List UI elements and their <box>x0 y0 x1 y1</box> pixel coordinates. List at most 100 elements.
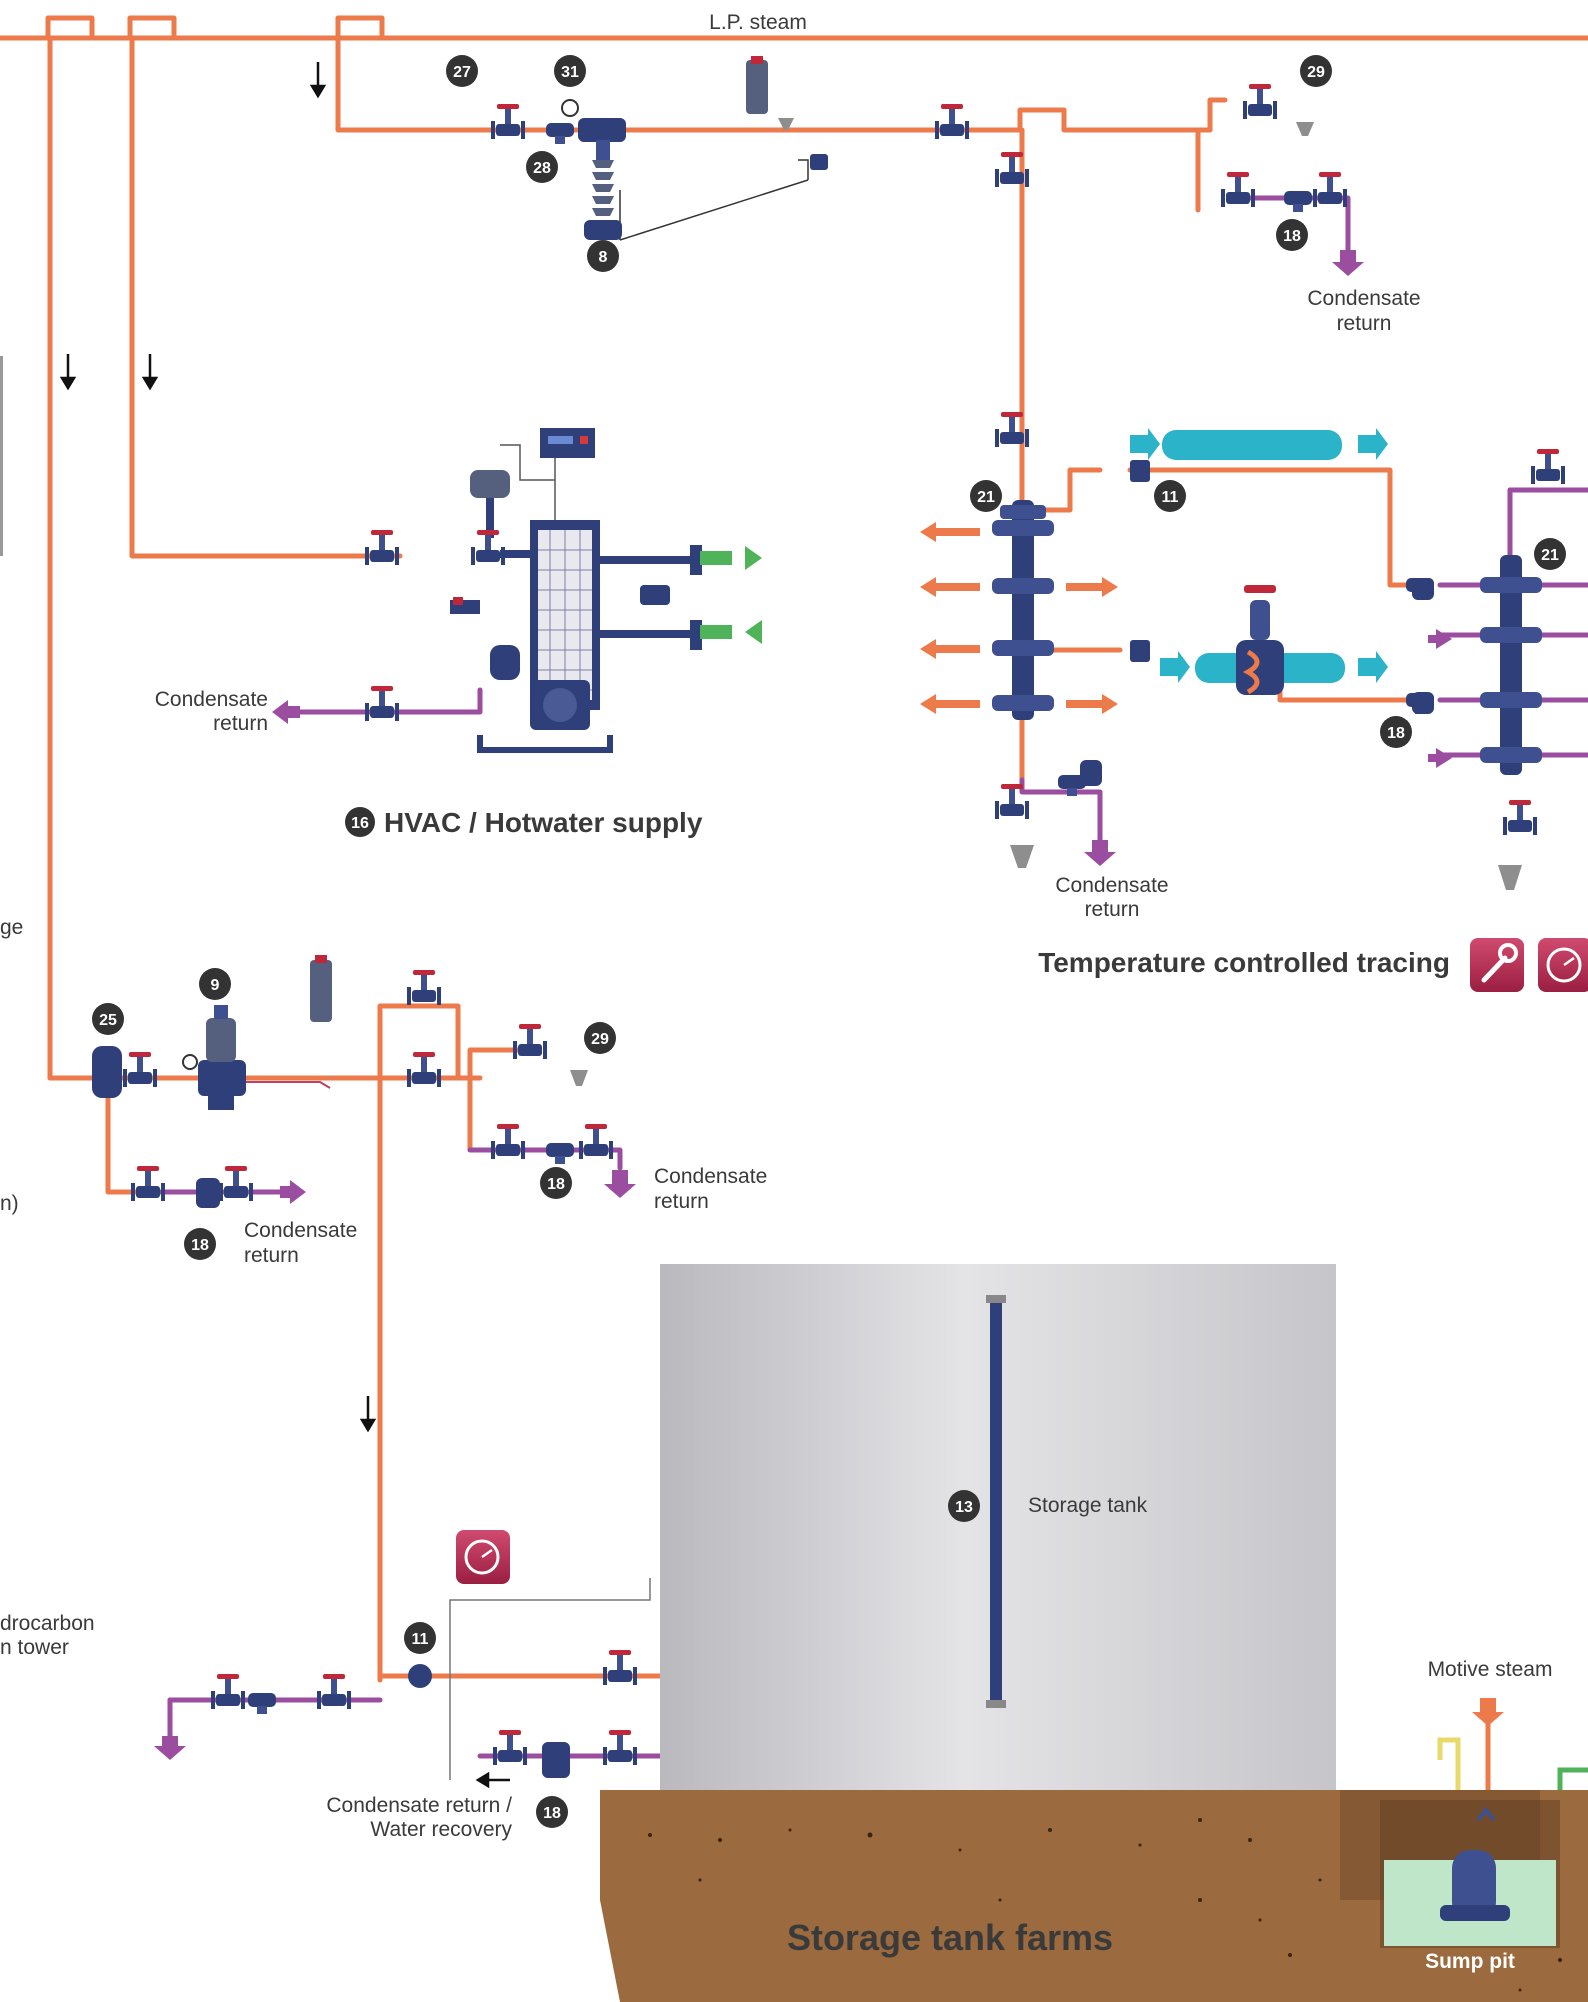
cond-return-mid-label-1: Condensate <box>654 1165 767 1188</box>
cond-recovery-label-1: Condensate return / <box>326 1794 512 1817</box>
svg-text:18: 18 <box>543 1805 561 1822</box>
loop-2 <box>127 15 177 41</box>
sump-pit <box>1380 1800 1560 1948</box>
hvac-supply-pipe <box>129 35 403 559</box>
traps <box>196 154 1434 1778</box>
badge-21a: 21 <box>970 480 1002 512</box>
controller-wire <box>500 444 555 481</box>
cond-return-left-label-1: Condensate <box>244 1219 357 1242</box>
svg-text:13: 13 <box>955 1499 973 1516</box>
cond-return-hvac-pipe <box>297 687 483 715</box>
badge-11a: 11 <box>1154 480 1186 512</box>
badge-18b: 18 <box>1380 716 1412 748</box>
prv-station-pipe <box>335 35 1213 133</box>
tracing-steam-arrows <box>920 522 1118 714</box>
badge-18d: 18 <box>184 1228 216 1260</box>
badge-8: 8 <box>587 240 619 272</box>
cond-return-left-label-2: return <box>244 1244 299 1267</box>
motive-steam-label: Motive steam <box>1428 1658 1553 1681</box>
svg-text:21: 21 <box>977 489 995 506</box>
safety-valves <box>310 56 768 1022</box>
svg-text:8: 8 <box>599 249 608 266</box>
svg-text:27: 27 <box>453 64 471 81</box>
svg-text:25: 25 <box>99 1012 117 1029</box>
control-signal-line <box>449 1578 651 1780</box>
motive-steam-arrow <box>1472 1698 1504 1726</box>
traced-product-lines <box>1130 428 1388 695</box>
edge-hydrocarbon-label-2: n tower <box>0 1636 69 1659</box>
timer-icon-storage <box>456 1530 510 1584</box>
cond-return-top-right-label-1: Condensate <box>1307 287 1420 310</box>
cond-return-top-right-pipe <box>1227 195 1351 253</box>
svg-text:18: 18 <box>1387 725 1405 742</box>
edge-ge-label: ge <box>0 916 23 939</box>
timer-icon <box>1538 938 1588 992</box>
svg-text:21: 21 <box>1541 547 1559 564</box>
svg-text:28: 28 <box>533 160 551 177</box>
left-frame-edge <box>0 356 3 556</box>
branch-29b-pipe <box>467 1047 523 1081</box>
tracing-manifold-left <box>992 500 1054 720</box>
lp-steam-label: L.P. steam <box>709 11 807 34</box>
cond-return-top-right-label-2: return <box>1337 312 1392 335</box>
edge-n-label: n) <box>0 1192 19 1215</box>
svg-text:9: 9 <box>211 977 220 994</box>
hvac-unit <box>450 428 702 753</box>
badge-27: 27 <box>446 55 478 87</box>
separator-25 <box>92 1046 122 1098</box>
funnels <box>570 118 1522 1086</box>
sump-pit-label: Sump pit <box>1425 1950 1515 1973</box>
loop-3 <box>335 15 385 41</box>
tracing-control-valve <box>1236 640 1284 695</box>
storage-title: Storage tank farms <box>787 1917 1113 1958</box>
pressure-reducing-valve-8 <box>561 99 626 240</box>
svg-text:18: 18 <box>1283 228 1301 245</box>
badge-28: 28 <box>526 151 558 183</box>
loop-1 <box>45 15 95 41</box>
badge-25: 25 <box>92 1003 124 1035</box>
svg-text:31: 31 <box>561 64 579 81</box>
tracing-line-1-pipe <box>1127 467 1423 588</box>
badge-11b: 11 <box>404 1622 436 1654</box>
badge-29b: 29 <box>584 1022 616 1054</box>
badge-18e: 18 <box>536 1796 568 1828</box>
svg-text:18: 18 <box>547 1176 565 1193</box>
tracing-manifold-right <box>1480 555 1542 775</box>
cond-recovery-label-2: Water recovery <box>370 1818 512 1841</box>
pilot-line <box>619 159 809 241</box>
hot-water-arrows <box>700 546 762 644</box>
level-gauge <box>990 1297 1002 1705</box>
badge-18c: 18 <box>540 1167 572 1199</box>
storage-tank <box>660 1264 1336 1794</box>
branch-29-pipe <box>1207 97 1228 133</box>
tracing-title: Temperature controlled tracing <box>1038 947 1450 978</box>
loop-4 <box>377 1003 461 1081</box>
badges: 27 31 28 8 29 18 21 11 21 18 9 25 29 18 … <box>92 55 1566 1828</box>
storage-tank-label: Storage tank <box>1028 1494 1148 1517</box>
cond-return-tracing-label-1: Condensate <box>1055 874 1168 897</box>
pump-trap <box>1452 1850 1496 1920</box>
cond-return-tracing-pipe <box>1019 777 1103 848</box>
badge-31: 31 <box>554 55 586 87</box>
manifold-branch-1-pipe <box>1019 467 1103 513</box>
cond-return-tracing-label-2: return <box>1085 898 1140 921</box>
cond-return-hvac-label-2: return <box>213 712 268 735</box>
flow-arrows <box>59 62 510 1789</box>
condensate-return-arrows <box>154 250 1364 1760</box>
hvac-title-badge <box>345 807 375 837</box>
svg-text:29: 29 <box>591 1031 609 1048</box>
ground <box>600 1790 1588 2002</box>
badge-13: 13 <box>948 1490 980 1522</box>
svg-text:11: 11 <box>412 1631 429 1648</box>
hvac-title-num: 16 <box>351 815 369 832</box>
tracing-condensate-arrows <box>1428 629 1452 768</box>
hvac-title-text: HVAC / Hotwater supply <box>384 807 703 838</box>
svg-text:11: 11 <box>1162 489 1179 506</box>
control-valve-actuator <box>470 470 510 498</box>
badge-9: 9 <box>199 968 231 1000</box>
badge-21b: 21 <box>1534 538 1566 570</box>
cond-return-hvac-label-1: Condensate <box>155 688 268 711</box>
svg-text:18: 18 <box>191 1237 209 1254</box>
